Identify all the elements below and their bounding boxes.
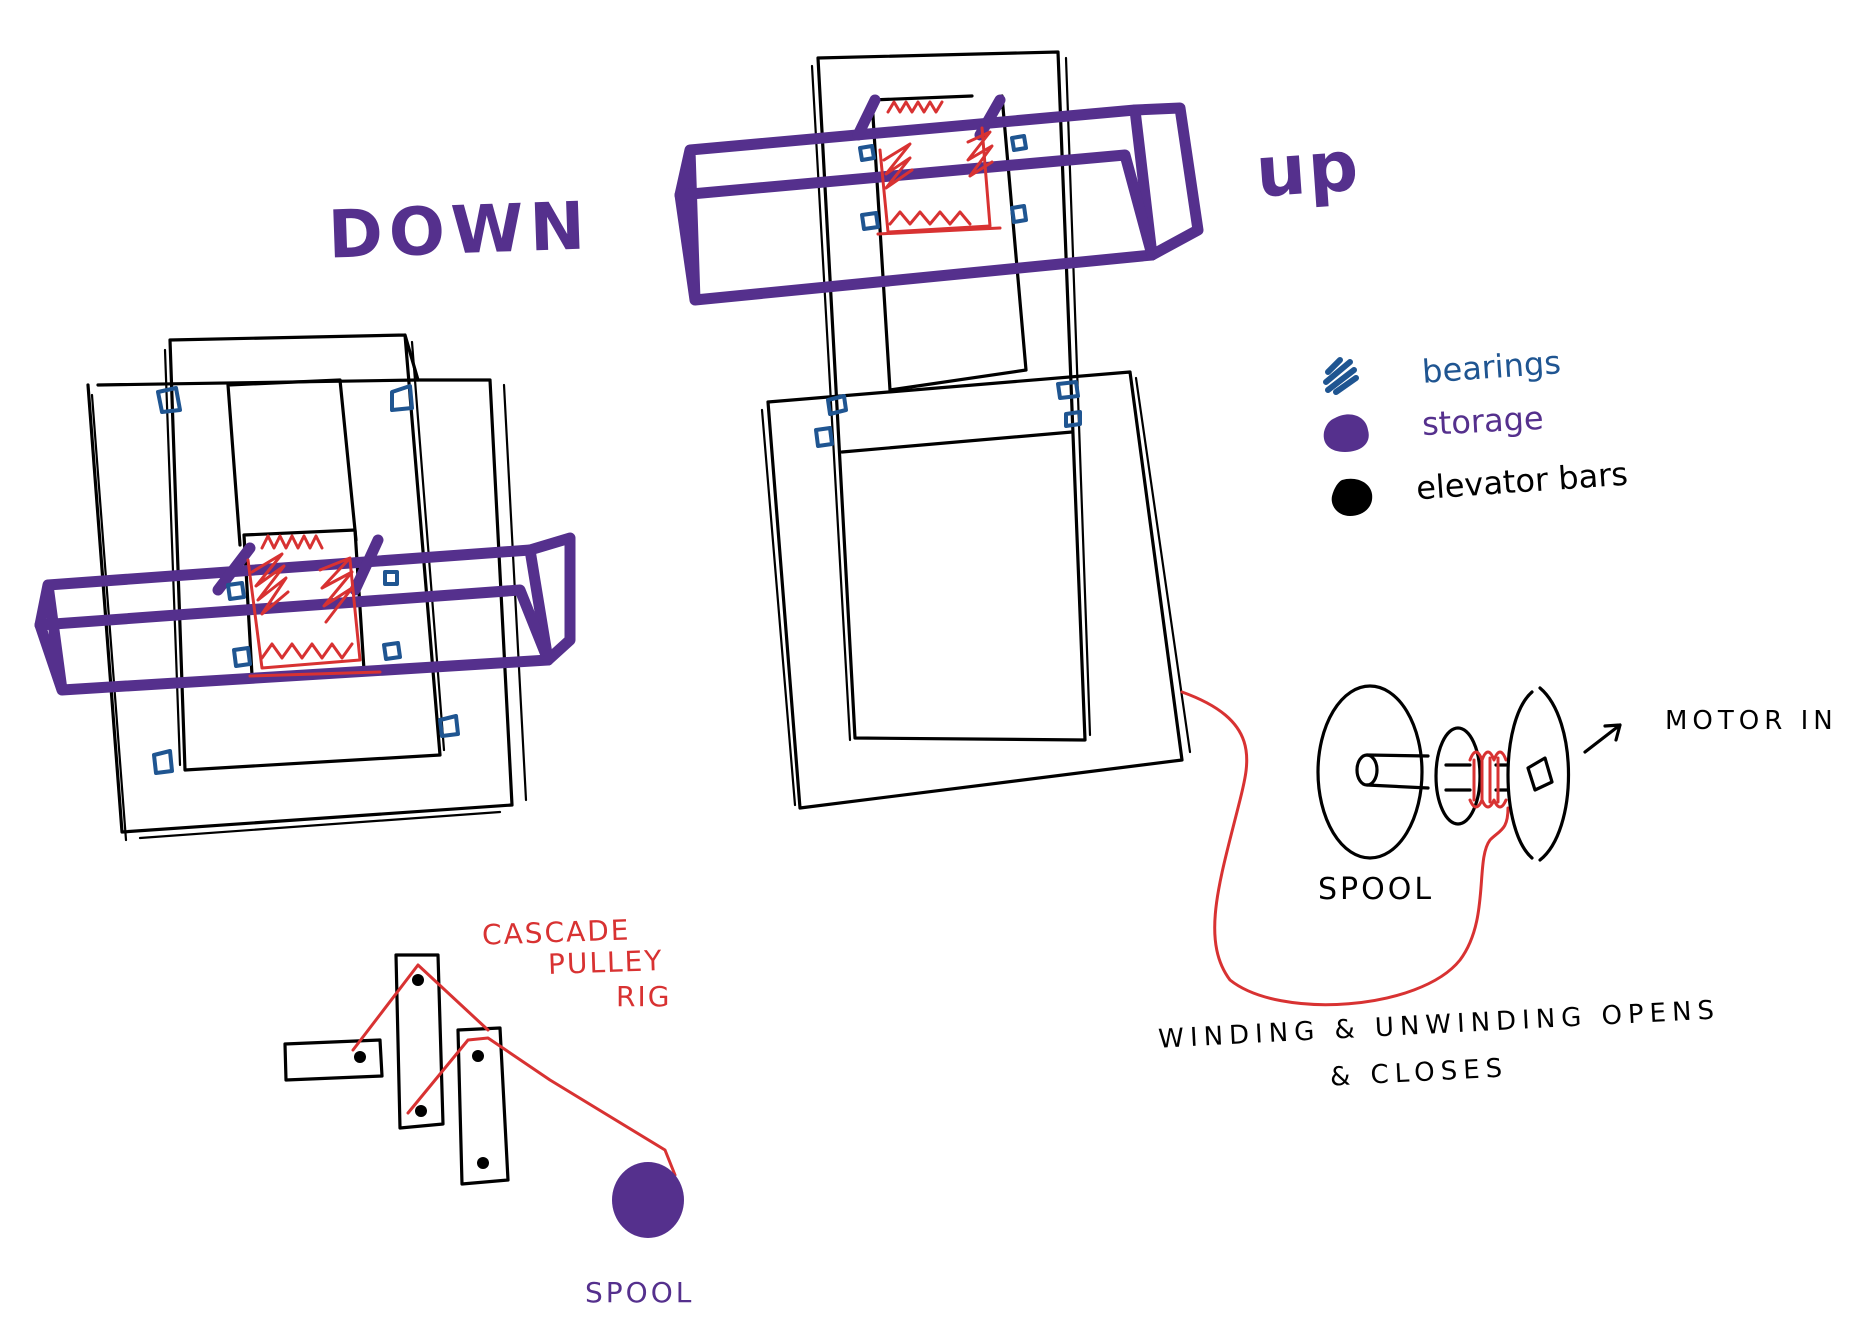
spool-winding: [1468, 750, 1508, 809]
pulley-spool-storage: [612, 1162, 684, 1238]
down-middle-stage: [163, 333, 446, 772]
pulley-stage-1: [394, 953, 445, 1130]
spool-hub: [1355, 753, 1379, 787]
pulley-spool-label: SPOOL: [585, 1276, 695, 1309]
motor-disc: [1506, 686, 1570, 862]
down-storage-box: [34, 532, 576, 696]
spool-assembly-label: SPOOL: [1318, 872, 1435, 907]
spool-small-disc: [1434, 726, 1482, 826]
pulley-string: [351, 963, 677, 1177]
lift-string: [1180, 690, 1510, 1007]
up-inner-stage: [870, 94, 1028, 392]
bearings-swatch-icon: [1323, 357, 1359, 395]
motor-arrow-icon: [1583, 723, 1622, 754]
down-inner-stage: [226, 378, 366, 677]
legend-swatches: [1323, 357, 1373, 516]
up-string-winding: [876, 100, 1002, 236]
down-string-winding: [246, 534, 382, 678]
cascade-title-line3: RIG: [616, 980, 672, 1013]
cascade-pulley-rig: [283, 953, 684, 1238]
down-elevator-diagram: [34, 333, 576, 842]
spool-large-disc: [1316, 684, 1424, 860]
spool-motor-assembly: [1316, 684, 1622, 862]
pulley-pins: [354, 974, 489, 1169]
legend-label-storage: storage: [1421, 398, 1545, 444]
up-bearings: [814, 134, 1082, 448]
motor-in-label: MOTOR IN: [1665, 706, 1838, 736]
up-middle-stage: [810, 50, 1092, 742]
elevator-bars-swatch-icon: [1331, 478, 1373, 516]
up-heading: UP: [1253, 124, 1363, 214]
up-elevator-diagram: [674, 50, 1204, 810]
pulley-anchor-bar: [283, 1038, 384, 1082]
up-storage-box: [674, 94, 1204, 306]
down-heading: DOWN: [326, 187, 593, 274]
up-outer-stage: [760, 370, 1192, 810]
down-bearings: [152, 384, 460, 775]
cascade-title-line2: PULLEY: [547, 943, 664, 982]
storage-swatch-icon: [1323, 414, 1369, 452]
motor-shaft-socket: [1526, 756, 1554, 792]
